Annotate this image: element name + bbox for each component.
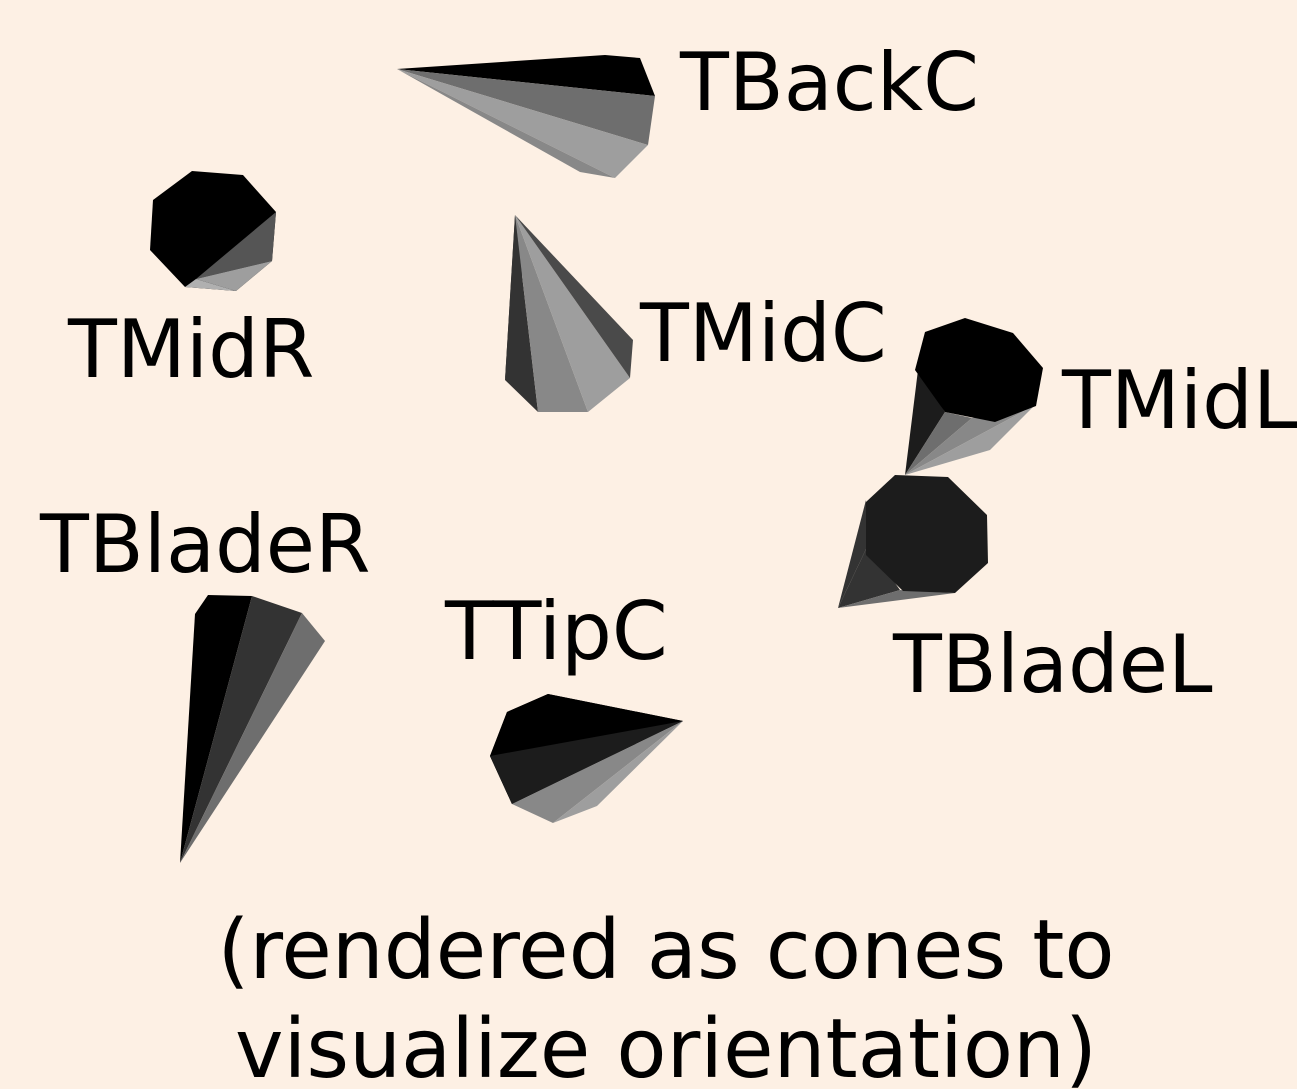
cone-tblader (180, 595, 325, 863)
caption-line-2: visualize orientation) (235, 1002, 1097, 1089)
label-tblader: TBladeR (39, 498, 371, 591)
cone-tbladel (838, 475, 988, 608)
label-tmidr: TMidR (67, 303, 314, 396)
cone-tbackc (397, 55, 655, 178)
label-tbackc: TBackC (679, 36, 979, 129)
caption-line-1: (rendered as cones to (217, 903, 1114, 998)
cone-tmidc (505, 215, 633, 412)
label-tmidc: TMidC (639, 287, 887, 380)
label-tbladel: TBladeL (892, 618, 1213, 711)
cone-tmidr (150, 171, 276, 291)
cone-ttipc (490, 694, 683, 823)
label-ttipc: TTipC (444, 585, 668, 678)
cone-tmidl (905, 318, 1043, 475)
label-tmidl: TMidL (1061, 354, 1297, 447)
